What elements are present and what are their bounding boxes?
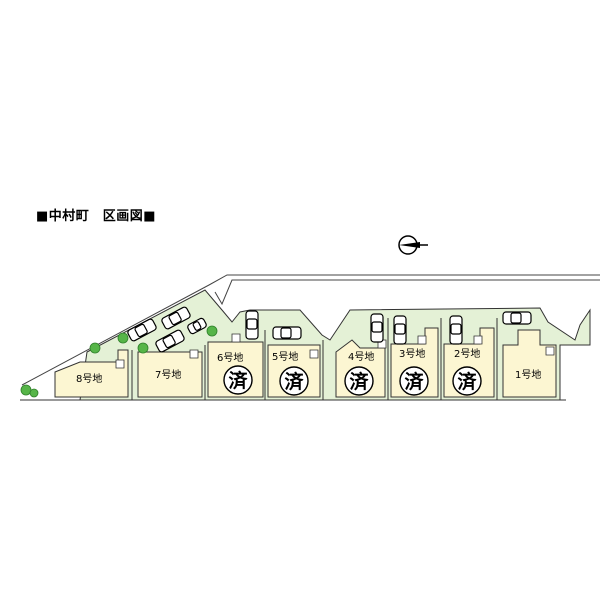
car-icon	[127, 318, 157, 342]
entrance-marker	[115, 359, 125, 369]
lot-1: 1号地	[502, 329, 557, 398]
car-icon	[245, 310, 259, 340]
car-icon	[161, 306, 191, 330]
sold-status: 済	[457, 370, 477, 393]
tree-icon	[89, 342, 101, 354]
car-icon	[272, 326, 302, 340]
entrance-marker	[417, 335, 427, 345]
car-icon	[449, 315, 463, 345]
entrance-marker	[231, 333, 241, 343]
car-icon	[187, 317, 207, 335]
road-boundary	[21, 274, 600, 386]
house-footprint	[137, 351, 203, 398]
lot-4: 4号地 済	[335, 339, 387, 398]
sold-stamp	[223, 365, 253, 395]
car-icon	[393, 315, 407, 345]
tree-icon	[20, 384, 32, 396]
lot-label: 5号地	[272, 350, 298, 363]
sold-status: 済	[284, 370, 304, 393]
sold-stamp	[452, 366, 482, 396]
sold-status: 済	[349, 370, 369, 393]
entrance-marker	[473, 335, 483, 345]
lot-7: 7号地	[137, 349, 203, 398]
sold-status: 済	[404, 370, 424, 393]
lot-label: 1号地	[515, 368, 541, 381]
sold-stamp	[279, 366, 309, 396]
tree-icon	[206, 325, 218, 337]
car-icon	[502, 311, 532, 325]
lot-label: 8号地	[76, 372, 102, 385]
car-icon	[370, 313, 384, 343]
tree-icon	[137, 342, 149, 354]
house-footprint	[54, 349, 129, 398]
sold-stamp	[344, 366, 374, 396]
sold-status: 済	[228, 369, 248, 392]
tree-icon	[117, 332, 129, 344]
entrance-marker	[189, 349, 199, 359]
parking-cars	[127, 306, 532, 353]
lot-6: 6号地 済	[207, 333, 264, 398]
plan-title: ■中村町 区画図■	[36, 209, 157, 224]
compass-arrow-icon	[398, 235, 428, 255]
lot-label: 4号地	[348, 350, 374, 363]
car-icon	[155, 329, 185, 353]
lot-2: 2号地 済	[443, 327, 495, 398]
lot-5: 5号地 済	[267, 344, 321, 398]
tree-icon	[29, 388, 39, 398]
lot-3: 3号地 済	[390, 327, 439, 398]
entrance-marker	[309, 349, 319, 359]
sold-stamp	[399, 366, 429, 396]
lot-label: 6号地	[217, 351, 243, 364]
lot-boundaries	[20, 318, 566, 401]
lot-label: 7号地	[155, 368, 181, 381]
trees	[20, 325, 218, 398]
lot-8: 8号地	[54, 349, 129, 398]
house-footprint	[502, 329, 557, 398]
lot-label: 2号地	[454, 347, 480, 360]
entrance-marker	[545, 346, 555, 356]
lot-label: 3号地	[399, 347, 425, 360]
